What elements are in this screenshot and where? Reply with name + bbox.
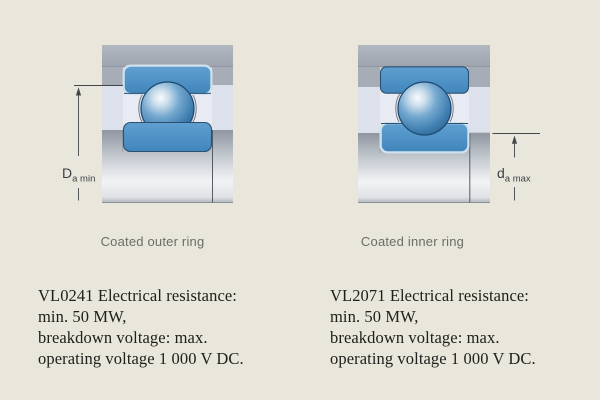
dimension-annotation-Da-min: Da min xyxy=(62,85,123,201)
description-line: min. 50 MW, xyxy=(38,307,127,326)
description-line: breakdown voltage: max. xyxy=(38,328,208,347)
housing-shoulder-left xyxy=(102,66,123,85)
dimension-annotation-da-max: da max xyxy=(492,133,540,201)
housing-block xyxy=(358,45,490,67)
dimension-label: da max xyxy=(497,165,531,185)
housing-shoulder-left xyxy=(358,66,380,87)
inner-ring xyxy=(122,121,213,153)
bearing-ball xyxy=(397,81,452,136)
housing-shoulder-right xyxy=(212,66,233,85)
bearing-diagram-coated-outer-ring: Da min xyxy=(62,45,233,204)
description-line: VL0241 Electrical resistance: xyxy=(38,286,237,305)
bearing-diagram-coated-inner-ring: da max xyxy=(358,45,540,204)
dimension-label: Da min xyxy=(62,165,95,185)
figure-description-inner: VL2071 Electrical resistance: min. 50 MW… xyxy=(330,285,600,369)
housing-shoulder-right xyxy=(468,66,490,87)
inner-ring-coated xyxy=(381,124,468,152)
figure-caption-inner: Coated inner ring xyxy=(360,234,465,249)
side-gap-right xyxy=(468,87,490,133)
outer-ring-coated xyxy=(124,66,211,93)
housing-block xyxy=(102,45,233,67)
figure-description-outer: VL0241 Electrical resistance: min. 50 MW… xyxy=(38,285,308,369)
description-line: operating voltage 1 000 V DC. xyxy=(38,349,244,368)
side-gap-right xyxy=(212,85,233,130)
description-line: breakdown voltage: max. xyxy=(330,328,500,347)
figure-caption-outer: Coated outer ring xyxy=(100,234,205,249)
side-gap-left xyxy=(358,87,380,133)
bearing-cross-section xyxy=(379,66,470,154)
description-line: operating voltage 1 000 V DC. xyxy=(330,349,536,368)
description-line: VL2071 Electrical resistance: xyxy=(330,286,529,305)
description-line: min. 50 MW, xyxy=(330,307,419,326)
side-gap-left xyxy=(102,85,123,130)
bearing-cross-section xyxy=(122,64,213,153)
